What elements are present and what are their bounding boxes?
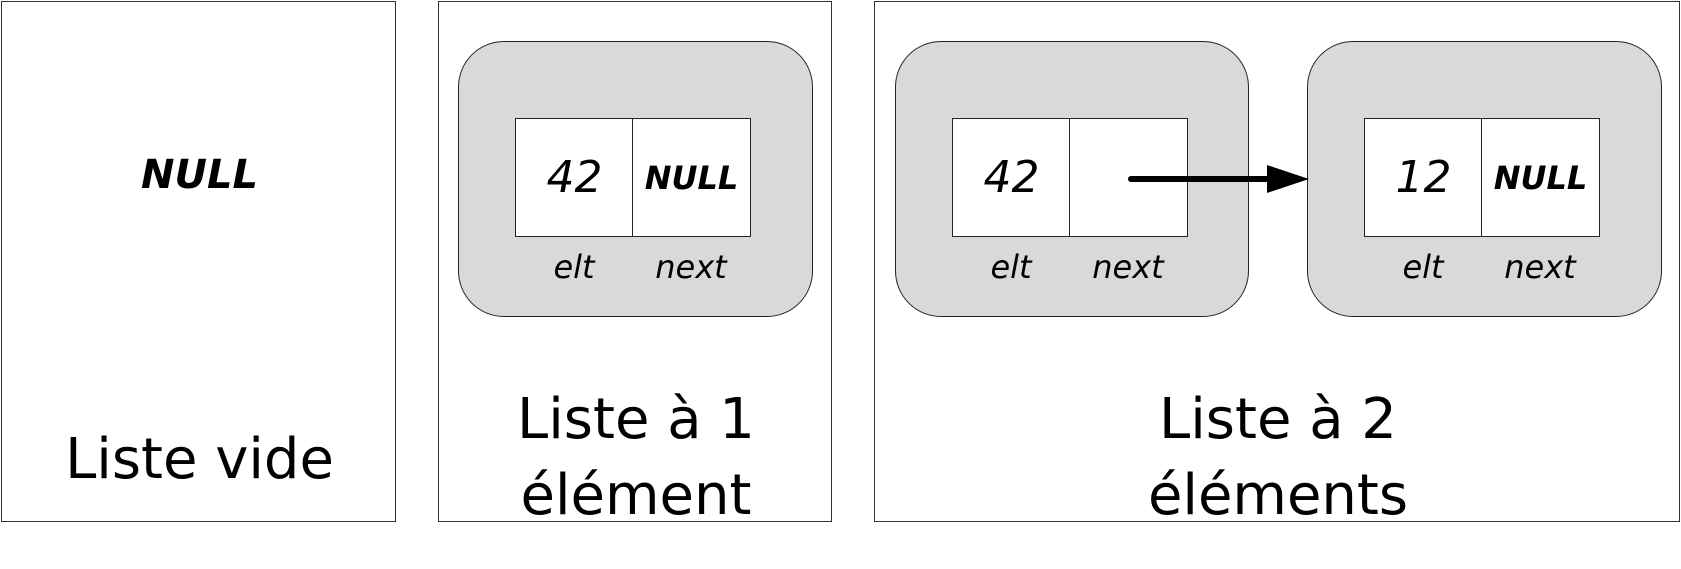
- elt-value: 42: [983, 152, 1040, 203]
- next-field-label: next: [655, 248, 727, 286]
- panel-empty-list: NULL Liste vide: [1, 1, 396, 522]
- caption-line-2: élément: [520, 463, 752, 528]
- next-pointer-arrow: [1128, 165, 1309, 193]
- next-null-value: NULL: [644, 158, 739, 197]
- next-field-label: next: [1504, 248, 1576, 286]
- next-field-label: next: [1092, 248, 1164, 286]
- elt-cell: 12: [1364, 118, 1483, 237]
- caption-one-element: Liste à 1 élément: [439, 382, 833, 534]
- arrow-head: [1267, 165, 1309, 193]
- elt-value: 12: [1395, 152, 1452, 203]
- next-cell: NULL: [1481, 118, 1600, 237]
- next-cell: NULL: [632, 118, 751, 237]
- elt-cell: 42: [952, 118, 1071, 237]
- panel-one-element: 42 NULL elt next Liste à 1 élément: [438, 1, 832, 528]
- list-node-2: 12 NULL elt next: [1307, 41, 1662, 317]
- caption-two-elements: Liste à 2 éléments: [875, 382, 1681, 534]
- caption-line-1: Liste à 1: [517, 387, 755, 452]
- elt-field-label: elt: [1402, 248, 1444, 286]
- null-label: NULL: [141, 152, 258, 198]
- elt-field-label: elt: [553, 248, 595, 286]
- caption-empty-list: Liste vide: [65, 427, 334, 492]
- elt-value: 42: [546, 152, 603, 203]
- caption-line-1: Liste à 2: [1159, 387, 1397, 452]
- caption-line-2: éléments: [1147, 463, 1409, 528]
- panel-two-elements: 42 elt next 12 NULL elt next Liste à 2 é…: [874, 1, 1680, 528]
- elt-cell: 42: [515, 118, 634, 237]
- elt-field-label: elt: [990, 248, 1032, 286]
- next-null-value: NULL: [1493, 158, 1588, 197]
- list-node: 42 NULL elt next: [458, 41, 813, 317]
